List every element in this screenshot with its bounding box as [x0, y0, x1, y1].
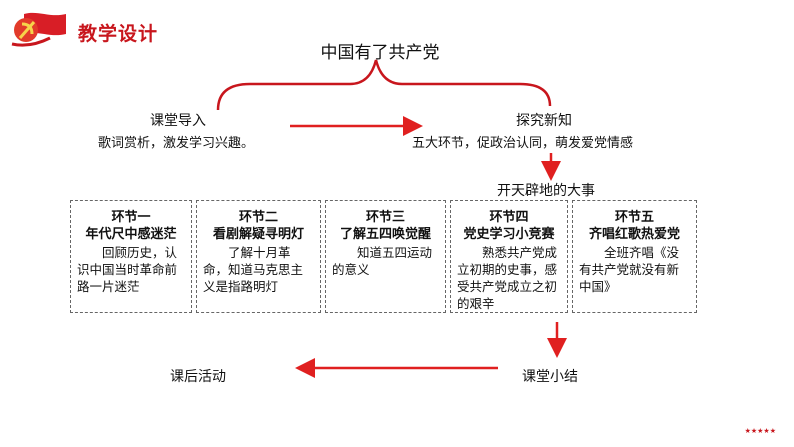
- step-subtitle: 看剧解疑寻明灯: [212, 227, 304, 242]
- intro-node-desc: 歌词赏析，激发学习兴趣。: [98, 136, 255, 151]
- header-title: 教学设计: [78, 23, 159, 45]
- explore-node-desc: 五大环节，促政治认同，萌发爱党情感: [412, 136, 634, 151]
- after-class-node: 课后活动: [170, 369, 226, 385]
- step-desc: 回顾历史，认识中国当时革命前路一片迷茫: [77, 245, 178, 294]
- step-title: 环节一: [111, 210, 151, 225]
- step-subtitle: 党史学习小竞赛: [463, 227, 555, 242]
- step-subtitle: 年代尺中感迷茫: [85, 227, 177, 242]
- step-box-5: 环节五 齐唱红歌热爱党 全班齐唱《没有共产党就没有新中国》: [572, 200, 697, 313]
- step-title: 环节五: [614, 210, 654, 225]
- intro-node-title: 课堂导入: [150, 113, 206, 129]
- step-desc: 知道五四运动的意义: [332, 245, 433, 277]
- step-desc: 熟悉共产党成立初期的史事，感受共产党成立之初的艰辛: [457, 245, 558, 311]
- diagram-subtitle: 开天辟地的大事: [497, 183, 595, 199]
- step-desc: 全班齐唱《没有共产党就没有新中国》: [579, 245, 680, 294]
- diagram-main-title: 中国有了共产党: [320, 43, 440, 63]
- explore-node-title: 探究新知: [516, 113, 572, 129]
- step-subtitle: 了解五四唤觉醒: [339, 227, 431, 242]
- brace-connector: [216, 59, 552, 111]
- step-subtitle: 齐唱红歌热爱党: [588, 227, 680, 242]
- step-title: 环节二: [238, 210, 278, 225]
- step-box-1: 环节一 年代尺中感迷茫 回顾历史，认识中国当时革命前路一片迷茫: [70, 200, 192, 313]
- summary-node: 课堂小结: [522, 369, 578, 385]
- step-box-3: 环节三 了解五四唤觉醒 知道五四运动的意义: [325, 200, 446, 313]
- step-title: 环节三: [365, 210, 405, 225]
- step-desc: 了解十月革命，知道马克思主义是指路明灯: [203, 245, 304, 294]
- party-emblem-flag-icon: [11, 12, 66, 47]
- step-box-2: 环节二 看剧解疑寻明灯 了解十月革命，知道马克思主义是指路明灯: [196, 200, 321, 313]
- step-box-4: 环节四 党史学习小竞赛 熟悉共产党成立初期的史事，感受共产党成立之初的艰辛: [450, 200, 568, 313]
- footer-stars: ★★★★★: [744, 427, 776, 435]
- step-title: 环节四: [489, 210, 529, 225]
